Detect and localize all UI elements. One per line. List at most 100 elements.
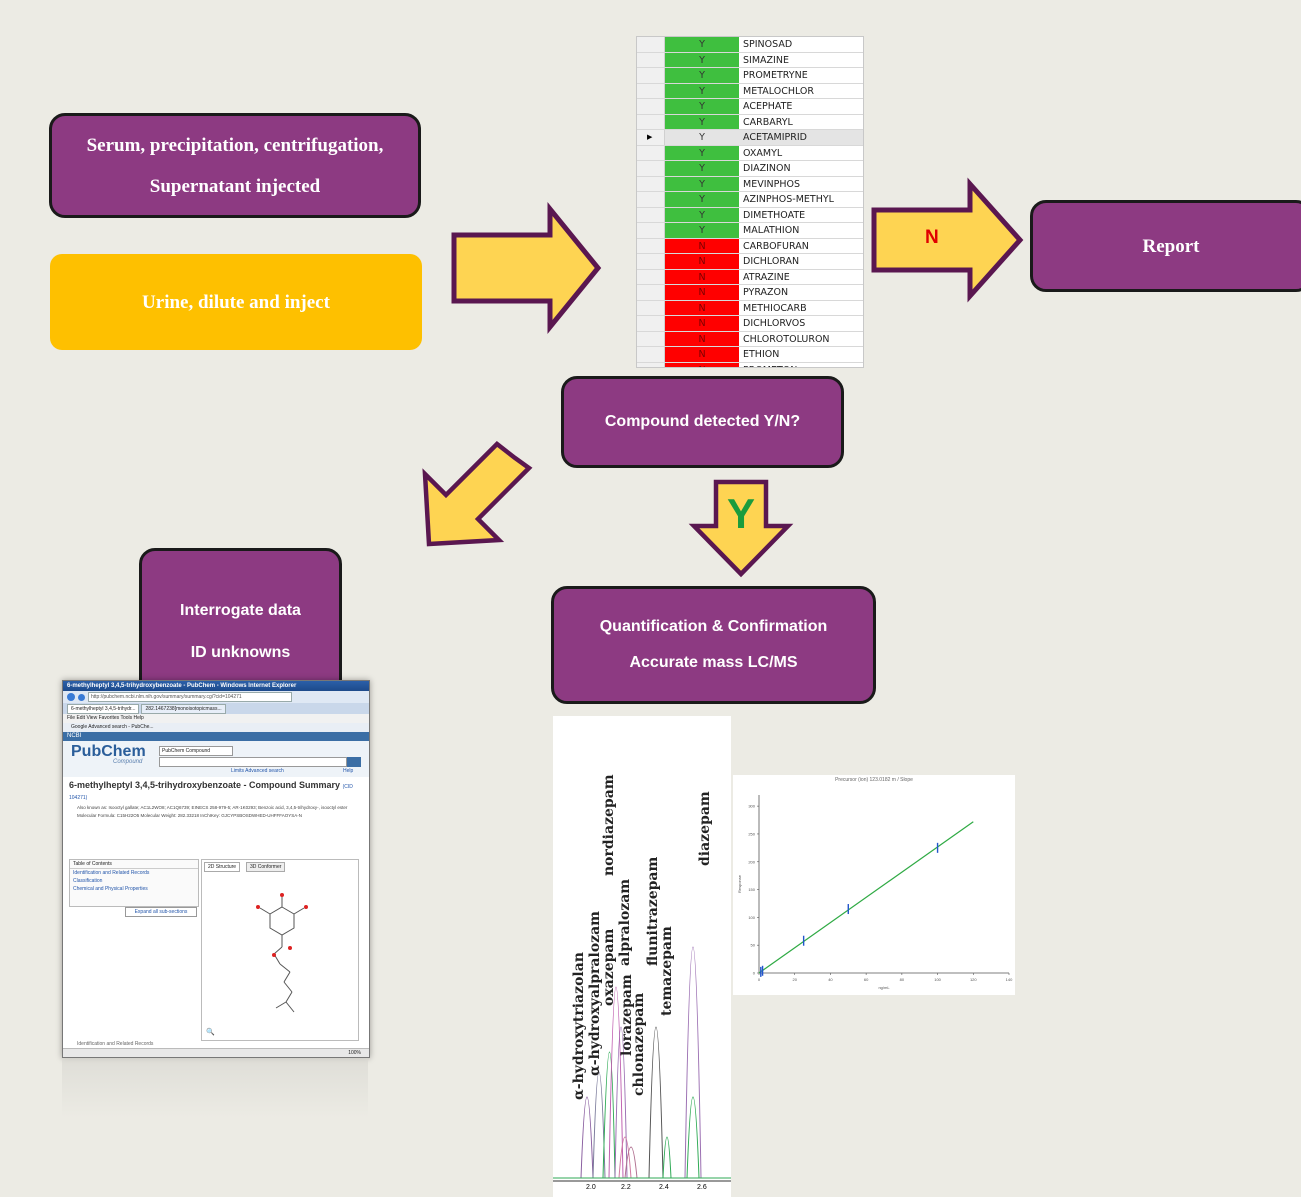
- browser-tab-2[interactable]: 282.1467238[monoisotopicmass...: [141, 704, 226, 714]
- x-axis-label: ng/mL: [878, 985, 890, 990]
- arrow-diagonal: [422, 441, 533, 547]
- row-selector[interactable]: [637, 99, 665, 114]
- label-chlonazepam: chlonazepam: [631, 992, 647, 1096]
- row-selector[interactable]: [637, 362, 665, 367]
- compound-name: SPINOSAD: [743, 39, 793, 50]
- toc-panel: Table of Contents Identification and Rel…: [69, 859, 199, 907]
- pubchem-browser-window: 6-methylheptyl 3,4,5-trihydroxybenzoate …: [62, 680, 370, 1058]
- ncbi-bar[interactable]: NCBI: [63, 732, 369, 741]
- trace-6: [553, 1136, 731, 1179]
- compound-name: SIMAZINE: [743, 54, 789, 66]
- compound-name: AZINPHOS-METHYL: [743, 194, 834, 205]
- compound-title: 6-methylheptyl 3,4,5-trihydroxybenzoate …: [69, 780, 341, 790]
- limits-links[interactable]: Limits Advanced search: [231, 768, 284, 774]
- row-selector[interactable]: [637, 37, 665, 52]
- y-tick-label: 50: [751, 943, 756, 948]
- search-input[interactable]: [159, 757, 347, 767]
- row-selector[interactable]: [637, 254, 665, 269]
- row-selector[interactable]: [637, 176, 665, 191]
- help-link[interactable]: Help: [343, 768, 354, 774]
- row-selector[interactable]: [637, 68, 665, 83]
- row-selector[interactable]: [637, 316, 665, 331]
- table-row[interactable]: NPROMETON: [637, 362, 863, 367]
- arrow-n: [871, 177, 1024, 303]
- favorites-bar[interactable]: Google Advanced search - PubChe...: [63, 723, 369, 732]
- trace-11: [553, 1096, 731, 1179]
- calibration-title: Precursor (ion) 123.0182 m / Slope: [835, 777, 913, 783]
- chrom-tick-3: 2.4: [659, 1184, 669, 1191]
- detected-flag: Y: [665, 37, 739, 52]
- row-selector[interactable]: [637, 145, 665, 160]
- row-selector[interactable]: [637, 285, 665, 300]
- url-field[interactable]: http://pubchem.ncbi.nlm.nih.gov/summary/…: [88, 692, 292, 702]
- toc-item-2[interactable]: Classification: [73, 878, 103, 884]
- chrom-tick-2: 2.2: [621, 1184, 631, 1191]
- forward-icon[interactable]: [78, 693, 85, 701]
- compound-name: PROMETRYNE: [743, 70, 808, 81]
- browser-reflection: [62, 1058, 368, 1118]
- menu-bar[interactable]: File Edit View Favorites Tools Help: [63, 714, 369, 723]
- table-row[interactable]: Y SPINOSAD: [637, 37, 863, 53]
- detected-flag: N: [665, 316, 739, 331]
- x-tick-label: 80: [900, 977, 905, 982]
- search-button[interactable]: [347, 757, 361, 767]
- compound-cid[interactable]: (CID 104271): [69, 784, 353, 801]
- row-selector[interactable]: [637, 238, 665, 253]
- chromatogram-traces: [553, 946, 731, 1182]
- detected-flag: N: [665, 362, 739, 367]
- molecule-structure: [256, 893, 308, 1013]
- tab-3d-conformer[interactable]: 3D Conformer: [246, 862, 286, 872]
- row-selector[interactable]: [637, 300, 665, 315]
- toc-item-3[interactable]: Chemical and Physical Properties: [73, 886, 148, 892]
- tab-2d-structure[interactable]: 2D Structure: [204, 862, 241, 872]
- arrow-y: [688, 479, 794, 578]
- expand-button[interactable]: Expand all sub-sections: [125, 907, 197, 917]
- browser-tab-1[interactable]: 6-methylheptyl 3,4,5-trihydr...: [67, 704, 140, 714]
- row-selector[interactable]: [637, 347, 665, 362]
- row-selector[interactable]: [637, 331, 665, 346]
- row-selector[interactable]: [637, 161, 665, 176]
- back-icon[interactable]: [67, 693, 75, 701]
- detected-flag: Y: [665, 83, 739, 98]
- detected-flag: Y: [665, 161, 739, 176]
- toc-item-1[interactable]: Identification and Related Records: [73, 870, 150, 876]
- row-selector[interactable]: [637, 192, 665, 207]
- x-tick-label: 120: [970, 977, 977, 982]
- y-axis-label: Response: [737, 874, 742, 893]
- row-selector[interactable]: [637, 83, 665, 98]
- zoom-level[interactable]: 100%: [348, 1050, 361, 1056]
- quant-box: Quantification & Confirmation Accurate m…: [551, 586, 876, 704]
- pubchem-logo[interactable]: PubChem: [71, 743, 146, 760]
- row-selector[interactable]: [637, 207, 665, 222]
- zoom-icon[interactable]: 🔍: [206, 1029, 215, 1036]
- urine-box: Urine, dilute and inject: [50, 254, 422, 350]
- database-dropdown[interactable]: PubChem Compound: [159, 746, 233, 756]
- row-selector[interactable]: [637, 269, 665, 284]
- row-selector[interactable]: [637, 52, 665, 67]
- compound-name: PYRAZON: [743, 287, 789, 298]
- row-selector[interactable]: ▶: [637, 130, 665, 145]
- row-selector[interactable]: [637, 114, 665, 129]
- compound-name: ATRAZINE: [743, 271, 790, 283]
- row-selector[interactable]: [637, 223, 665, 238]
